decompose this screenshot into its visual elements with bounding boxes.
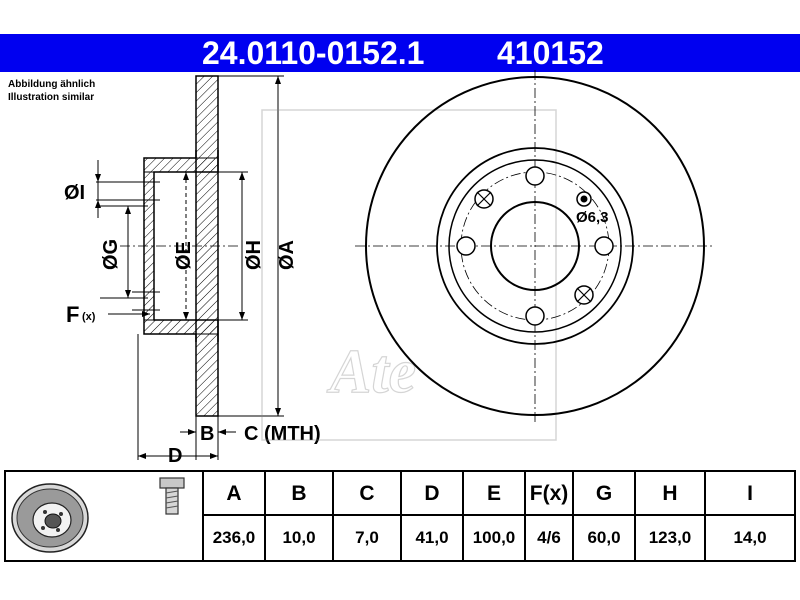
bolt-holes: [456, 166, 614, 326]
side-section-view: ØI ØG ØE ØH ØA F (x) B C (MTH) D: [64, 75, 321, 467]
label-c-mth: C (MTH): [244, 423, 321, 445]
label-f: F: [66, 302, 79, 327]
label-d: D: [168, 445, 182, 467]
dimension-table: A B C D E F(x) G H I 236,0 10,0 7,0 41,0…: [4, 470, 796, 562]
value-b: 10,0: [264, 516, 332, 560]
table-thumbnails: [6, 472, 202, 560]
ate-watermark: Ate: [261, 109, 557, 441]
note-line-1: Abbildung ähnlich: [8, 79, 96, 90]
value-f: 4/6: [524, 516, 572, 560]
hat-bottom-wall: [143, 319, 219, 335]
article-code: 410152: [497, 35, 604, 71]
label-dia-a: ØA: [276, 240, 298, 270]
label-dia-e: ØE: [173, 241, 195, 270]
front-view: Ate Ø6,3: [261, 70, 715, 441]
label-bolt-hole: Ø6,3: [576, 209, 609, 226]
value-e: 100,0: [462, 516, 524, 560]
value-a: 236,0: [202, 516, 264, 560]
col-header-h: H: [634, 472, 704, 516]
col-header-f: F(x): [524, 472, 572, 516]
value-g: 60,0: [572, 516, 634, 560]
label-f-x: (x): [82, 311, 96, 323]
label-dia-h: ØH: [243, 240, 265, 270]
note-line-2: Illustration similar: [8, 92, 95, 103]
col-header-d: D: [400, 472, 462, 516]
label-dia-g: ØG: [100, 239, 122, 270]
col-header-c: C: [332, 472, 400, 516]
watermark-text: Ate: [326, 338, 416, 406]
value-h: 123,0: [634, 516, 704, 560]
brake-disc-icon: [11, 483, 89, 553]
title-bar: 24.0110-0152.1 410152: [0, 34, 800, 72]
value-d: 41,0: [400, 516, 462, 560]
col-header-a: A: [202, 472, 264, 516]
part-number: 24.0110-0152.1: [202, 35, 425, 71]
col-header-b: B: [264, 472, 332, 516]
bolt-icon: [159, 477, 185, 515]
label-b: B: [200, 423, 214, 445]
col-header-i: I: [704, 472, 794, 516]
col-header-e: E: [462, 472, 524, 516]
hat-top-wall: [143, 157, 219, 173]
technical-drawing: ØI ØG ØE ØH ØA F (x) B C (MTH) D Ate: [64, 70, 715, 467]
value-i: 14,0: [704, 516, 794, 560]
label-dia-i: ØI: [64, 182, 85, 204]
value-c: 7,0: [332, 516, 400, 560]
col-header-g: G: [572, 472, 634, 516]
